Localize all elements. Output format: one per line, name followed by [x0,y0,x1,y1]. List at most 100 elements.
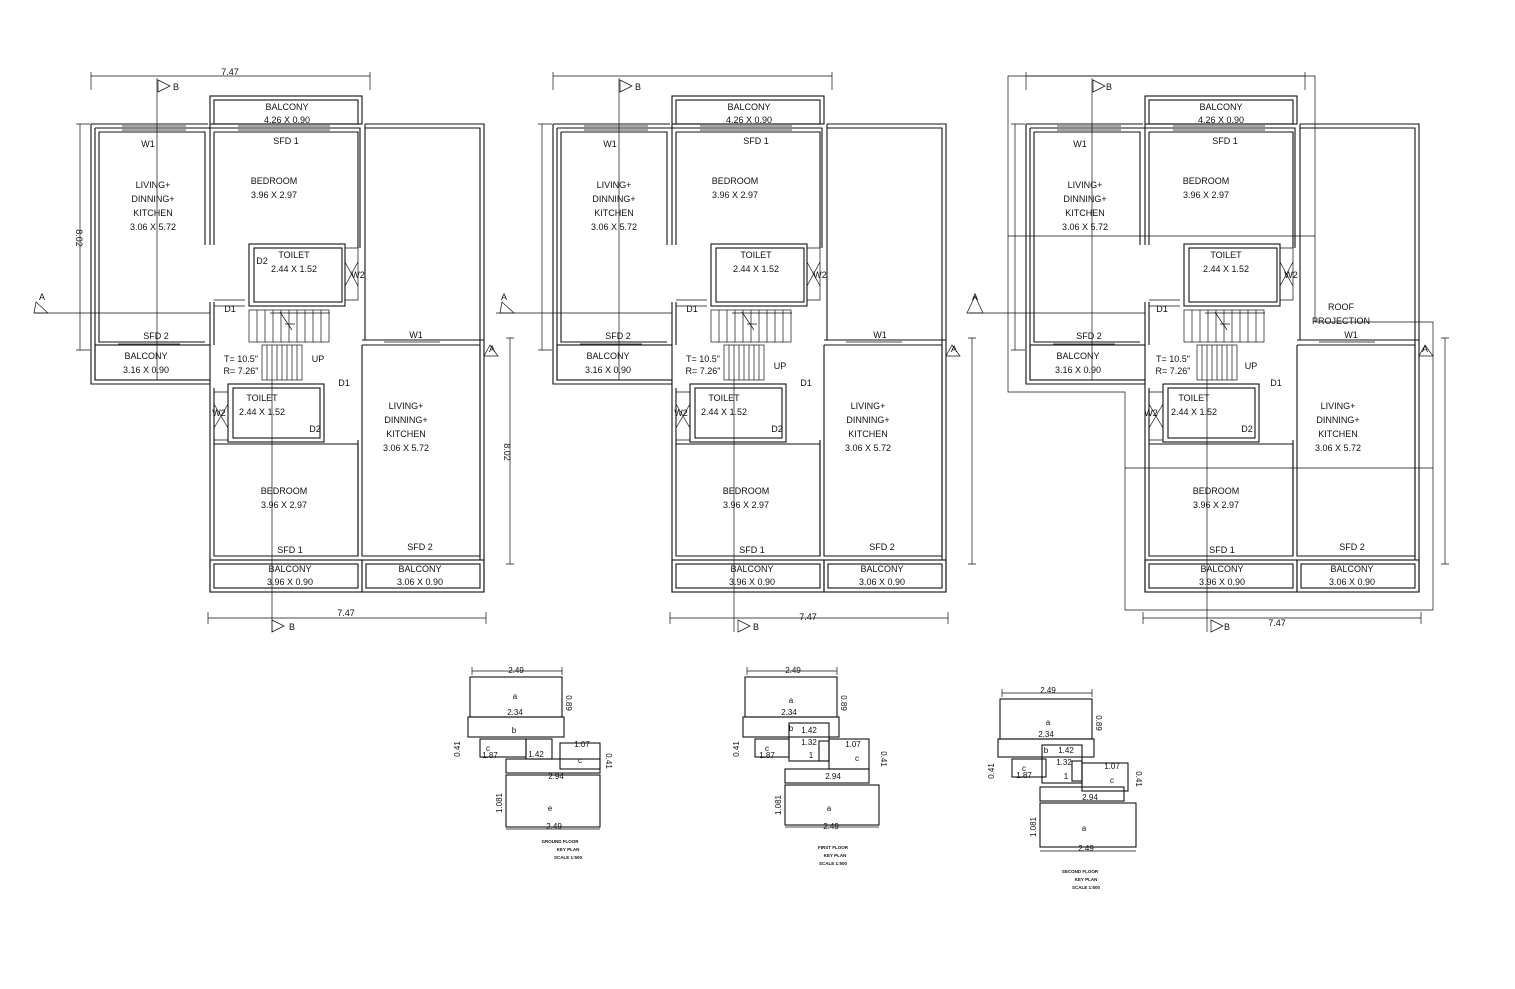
room-name: BALCONY [1200,564,1243,574]
room-name: BALCONY [268,564,311,574]
room-name: BALCONY [1330,564,1373,574]
room-size: 4.26 X 0.90 [1198,115,1244,125]
room-size: 3.06 X 0.90 [859,577,905,587]
room-size: 3.06 X 0.90 [1329,577,1375,587]
room-name: BALCONY [860,564,903,574]
kp-caption: KEY PLAN [824,853,847,858]
kp-dim: 0.89 [1094,715,1103,731]
room-name: BALCONY [265,102,308,112]
door-label: SFD 2 [1339,542,1365,552]
room-size: 3.16 X 0.90 [585,365,631,375]
room-name: KITCHEN [1065,208,1105,218]
room-name: TOILET [708,393,740,403]
door-label: D2 [1241,424,1253,434]
kp-label: 1 [1064,772,1069,781]
window-label: W2 [1144,408,1158,418]
room-name: BEDROOM [1193,486,1240,496]
floor-plan-ground: A A B B 7.47 7.47 8.02 8.02 BALCONY 4.26… [33,67,515,633]
room-size: 3.96 X 0.90 [1199,577,1245,587]
dimension-height: 8.02 [502,443,512,461]
room-name: TOILET [278,250,310,260]
kp-label: c [486,744,490,753]
kp-dim: 1.081 [1029,816,1038,837]
door-label: SFD 1 [1209,545,1235,555]
kp-label: b [512,726,517,735]
floor-plan-second: A A B B 7.47 BALCONY 4.26 X 0.90 SFD 1 W… [966,71,1450,633]
kp-dim: 1.87 [482,751,498,760]
window-label: W1 [409,330,423,340]
kp-label: a [827,804,832,813]
roof-label: ROOF [1328,302,1355,312]
dimension-width: 7.47 [337,608,355,618]
kp-dim: 1.07 [845,740,861,749]
door-label: SFD 1 [273,136,299,146]
door-label: SFD 2 [1076,331,1102,341]
room-name: LIVING+ [597,180,632,190]
door-label: D2 [256,256,268,266]
door-label: D2 [771,424,783,434]
stair-tread: T= 10.5" [1156,354,1190,364]
section-b-label: B [173,82,179,92]
window-label: W2 [674,408,688,418]
room-name: BEDROOM [723,486,770,496]
room-name: DINNING+ [592,194,635,204]
door-label: D2 [309,424,321,434]
kp-caption: FIRST FLOOR [818,845,849,850]
door-label: SFD 2 [869,542,895,552]
room-size: 2.44 X 1.52 [733,264,779,274]
kp-label: c [578,756,582,765]
stair-riser: R= 7.26" [224,366,259,376]
section-b-label: B [635,82,641,92]
room-size: 3.06 X 0.90 [397,577,443,587]
room-size: 3.06 X 5.72 [130,222,176,232]
room-size: 2.44 X 1.52 [239,407,285,417]
kp-dim: 1.42 [528,750,544,759]
kp-dim: 0.41 [1134,771,1143,787]
section-a-label: A [39,292,45,302]
kp-dim: 2.49 [1040,686,1056,695]
kp-label: 1 [809,751,814,760]
kp-dim: 2.94 [1082,793,1098,802]
key-plan-ground: 2.49 a 2.34 0.89 b 0.41 c 1.87 1.42 1.07… [453,666,613,860]
window-label: W1 [603,139,617,149]
room-name: LIVING+ [136,180,171,190]
kp-caption: KEY PLAN [557,847,580,852]
key-plan-second: 2.49 a 2.34 0.89 b 1.42 1.32 0.41 c 1.87… [987,686,1143,890]
door-label: D1 [800,378,812,388]
room-size: 4.26 X 0.90 [726,115,772,125]
kp-dim: 0.89 [839,695,848,711]
door-label: D1 [224,304,236,314]
room-name: DINNING+ [384,415,427,425]
kp-label: c [855,754,859,763]
floor-plan-first: A A B B 7.47 BALCONY 4.26 X 0.90 SFD 1 W… [495,71,977,633]
room-name: KITCHEN [386,429,426,439]
stair-up-label: UP [1245,361,1258,371]
window-label: W2 [1284,270,1298,280]
window-label: W1 [873,330,887,340]
room-size: 3.16 X 0.90 [123,365,169,375]
door-label: SFD 1 [1212,136,1238,146]
kp-caption: SCALE 1:500 [1072,885,1101,890]
room-name: TOILET [740,250,772,260]
room-size: 3.96 X 2.97 [712,190,758,200]
door-label: SFD 1 [743,136,769,146]
room-name: BALCONY [124,351,167,361]
door-label: SFD 2 [605,331,631,341]
kp-dim: 1.32 [1056,758,1072,767]
room-size: 3.96 X 0.90 [267,577,313,587]
room-name: BALCONY [586,351,629,361]
room-size: 3.06 X 5.72 [383,443,429,453]
room-name: KITCHEN [1318,429,1358,439]
door-label: D1 [686,304,698,314]
kp-dim: 2.49 [508,666,524,675]
dimension-width: 7.47 [1268,618,1286,628]
window-label: W2 [813,270,827,280]
kp-label: b [789,724,794,733]
kp-dim: 1.081 [774,794,783,815]
room-size: 3.06 X 5.72 [845,443,891,453]
room-size: 4.26 X 0.90 [264,115,310,125]
room-size: 3.16 X 0.90 [1055,365,1101,375]
window-label: W1 [1344,330,1358,340]
stair-up-label: UP [312,354,325,364]
